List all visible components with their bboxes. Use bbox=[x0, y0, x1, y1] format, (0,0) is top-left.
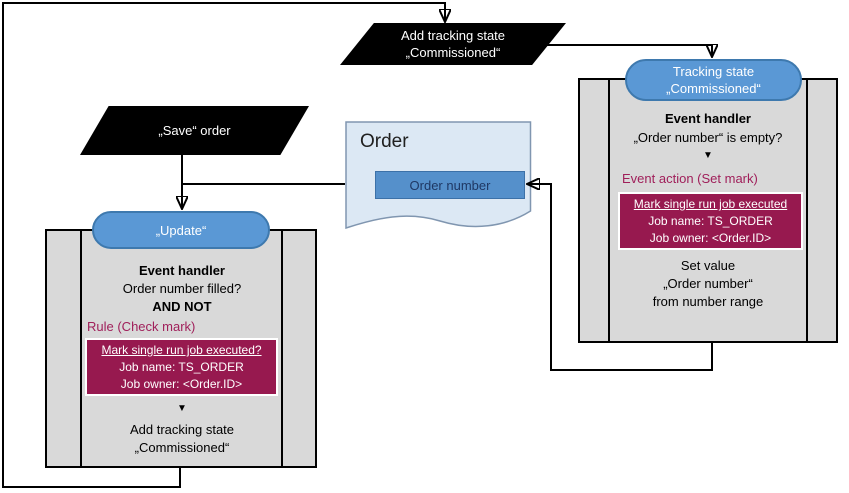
capsule-label-line: „Update“ bbox=[155, 222, 207, 238]
panel-right-bar bbox=[281, 231, 283, 466]
order-number-label: Order number bbox=[409, 177, 491, 193]
mark-box-title: Mark single run job executed bbox=[633, 197, 788, 211]
event-handler-operator: AND NOT bbox=[152, 299, 212, 314]
event-handler-title: Event handler bbox=[665, 111, 751, 126]
set-value-line: from number range bbox=[652, 294, 764, 309]
set-mark-box: Mark single run job executed Job name: T… bbox=[618, 192, 803, 250]
tracking-state-capsule: Tracking state „Commissioned“ bbox=[625, 59, 802, 101]
set-value-line: Set value bbox=[680, 258, 736, 273]
down-triangle-icon: ▼ bbox=[177, 403, 187, 414]
mark-box-job-name: Job name: TS_ORDER bbox=[648, 214, 773, 228]
connector-add-tracking-to-state bbox=[545, 44, 712, 56]
panel-left-bar bbox=[608, 80, 610, 341]
add-tracking-line: Add tracking state bbox=[129, 422, 235, 437]
mark-box-title: Mark single run job executed? bbox=[101, 343, 262, 357]
add-tracking-line: „Commissioned“ bbox=[134, 440, 230, 455]
mark-box-job-owner: Job owner: <Order.ID> bbox=[649, 231, 772, 245]
panel-left-bar bbox=[80, 231, 82, 466]
io-label-line: Add tracking state bbox=[400, 28, 506, 43]
io-label-line: „Save“ order bbox=[158, 123, 231, 138]
mark-box-job-owner: Job owner: <Order.ID> bbox=[120, 377, 243, 391]
event-handler-title: Event handler bbox=[139, 263, 225, 278]
order-document-title: Order bbox=[360, 131, 409, 152]
io-save-order: „Save“ order bbox=[80, 106, 309, 155]
io-label-line: „Commissioned“ bbox=[405, 45, 501, 60]
set-value-line: „Order number“ bbox=[663, 276, 753, 291]
connector-state-to-order-number bbox=[528, 184, 713, 371]
check-mark-box: Mark single run job executed? Job name: … bbox=[85, 338, 278, 396]
panel-right-bar bbox=[806, 80, 808, 341]
update-capsule: „Update“ bbox=[92, 211, 270, 249]
mark-box-job-name: Job name: TS_ORDER bbox=[119, 360, 244, 374]
connector-feedback-loop bbox=[2, 2, 445, 488]
event-action-header: Event action (Set mark) bbox=[622, 171, 758, 186]
rule-header: Rule (Check mark) bbox=[87, 319, 196, 334]
io-add-tracking-state: Add tracking state „Commissioned“ bbox=[340, 23, 566, 65]
capsule-label-line: „Commissioned“ bbox=[666, 81, 761, 96]
down-triangle-icon: ▼ bbox=[703, 150, 713, 161]
event-handler-condition: „Order number“ is empty? bbox=[633, 130, 783, 145]
order-number-field: Order number bbox=[375, 171, 525, 199]
capsule-label-line: Tracking state bbox=[672, 64, 755, 79]
event-handler-condition: Order number filled? bbox=[122, 281, 242, 296]
